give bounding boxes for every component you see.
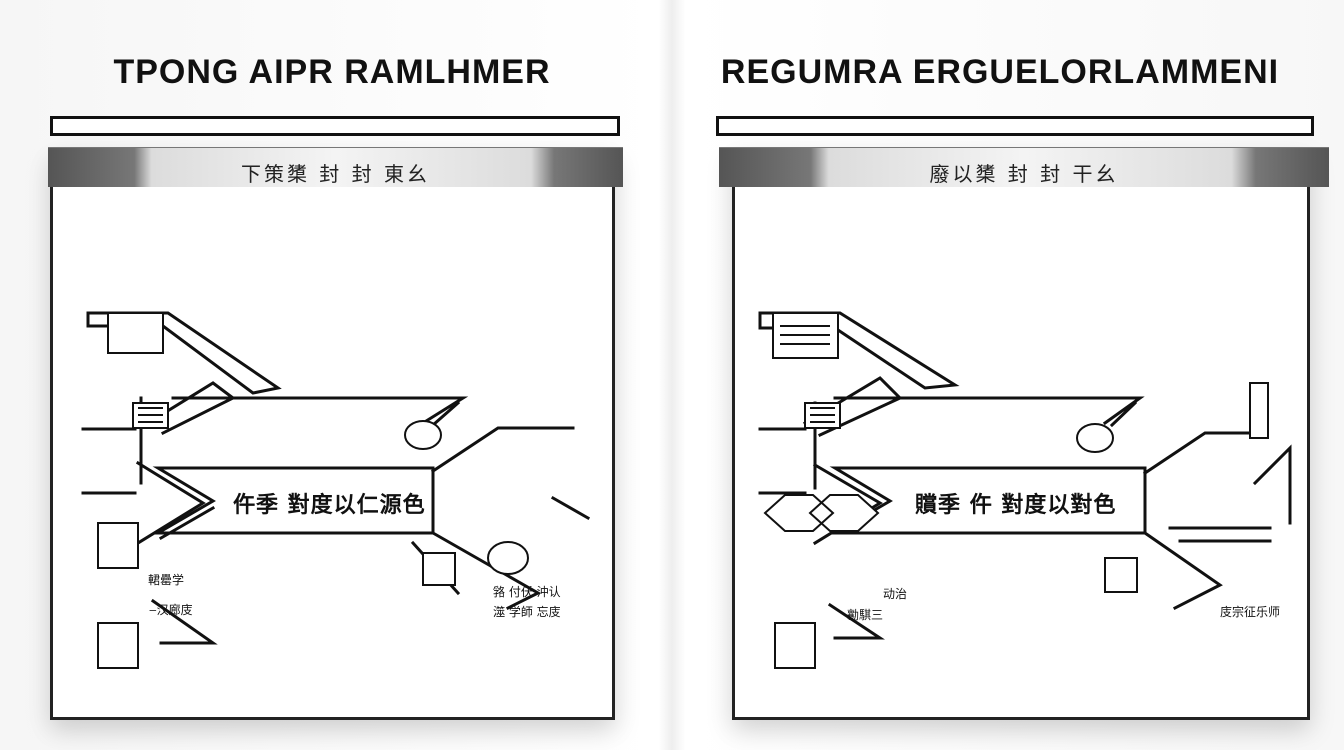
right-tall-icon [1249, 382, 1269, 439]
right-stack-icon [804, 402, 841, 429]
right-flow-diagram [758, 311, 1292, 669]
right-document-lines [780, 325, 830, 345]
left-center-label: 仵季 對度以仁源色 [233, 492, 426, 518]
right-bottom-label: 庋宗征乐师 [1220, 605, 1281, 619]
left-device-icon [97, 522, 139, 569]
left-small-lines [81, 427, 137, 495]
left-main-arrow-right-chevron [430, 426, 575, 474]
left-building-icon [97, 622, 139, 669]
right-building-icon [774, 622, 816, 669]
left-round-icon-bottom [487, 541, 529, 575]
right-round-icon [1076, 423, 1114, 453]
left-sheet-header: 下策橥 封 封 東幺 [48, 147, 623, 187]
right-sheet-header: 廢以橥 封 封 干幺 [719, 147, 1329, 187]
left-upper-chevron [145, 381, 236, 436]
right-sheet: 廢以橥 封 封 干幺 [719, 147, 1329, 720]
left-monitor-icon [107, 312, 164, 354]
left-top-bar [50, 116, 620, 136]
right-top-bar [716, 116, 1314, 136]
left-panel-title: TPONG AIPR RAMLHMER [113, 53, 551, 91]
right-lower-right-arrow [1142, 530, 1223, 611]
right-center-label: 贘季 仵 對度以對色 [915, 492, 1117, 518]
left-bottom-left-arrow [158, 505, 216, 541]
left-panel-icon-bottom [422, 552, 456, 586]
right-hexagon-icon [763, 494, 880, 532]
right-small-lines [758, 427, 1272, 543]
right-side-label-1: 动治 [883, 587, 908, 601]
left-small-chevron-right [550, 495, 591, 521]
right-upper-diagonal-band [758, 311, 960, 390]
left-top-arrow [171, 396, 469, 428]
left-header-text: 下策橥 封 封 東幺 [240, 162, 431, 186]
right-main-arrow-box [829, 466, 1147, 535]
left-round-icon-right [404, 420, 442, 450]
left-bottom-diagonal [150, 598, 218, 645]
left-stack-icon [132, 402, 169, 429]
left-side-label-1: 輑罍学 [148, 573, 185, 587]
left-flow-diagram [81, 311, 591, 669]
left-bottom-label-2: 澨 学師 忘庋 [493, 605, 561, 619]
left-side-label-2: ‒汉廊庋 [149, 603, 193, 617]
left-main-arrow-left-chevron [135, 460, 206, 546]
left-sheet: 下策橥 封 封 東幺 [48, 147, 623, 720]
left-bottom-label-1: 嗠 付仸 沖认 [493, 585, 561, 599]
right-top-arrow [833, 396, 1145, 428]
right-bottom-diagonal [827, 602, 885, 640]
right-side-label-2: 勷騏三 [847, 608, 884, 622]
right-panel-title: REGUMRA ERGUELORLAMMENI [720, 53, 1280, 91]
right-panel-icon-bottom [1104, 557, 1138, 593]
right-upper-chevron [802, 376, 903, 437]
left-lower-right-arrow [430, 530, 542, 611]
right-right-triangle-arrow [1252, 444, 1292, 525]
right-header-text: 廢以橥 封 封 干幺 [929, 162, 1119, 186]
left-upper-diagonal-band [86, 311, 282, 395]
left-main-arrow-box [152, 466, 435, 535]
right-main-arrow-right-chevron [1142, 431, 1257, 476]
